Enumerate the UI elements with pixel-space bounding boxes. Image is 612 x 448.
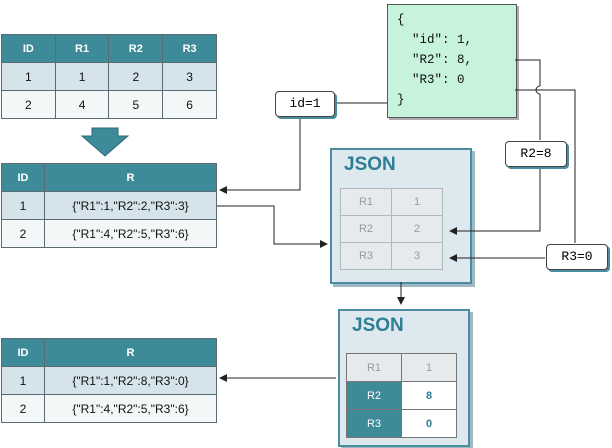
- code-line: "id": 1,: [397, 33, 473, 47]
- connector-line: [515, 89, 576, 243]
- connector-line: [515, 59, 541, 86]
- cell: 6: [162, 90, 217, 119]
- value-cell: 3: [391, 242, 443, 270]
- header-r: R: [44, 338, 217, 367]
- key-cell: R1: [346, 353, 402, 382]
- connector-line: [219, 116, 301, 194]
- code-line: "R2": 8,: [397, 53, 473, 67]
- key-cell: R1: [340, 188, 392, 216]
- json-box-title: JSON: [352, 315, 404, 336]
- key-cell: R3: [340, 242, 392, 270]
- cell: 3: [162, 62, 217, 91]
- cell: 1: [1, 366, 45, 395]
- key-cell: R2: [340, 215, 392, 243]
- header-r3: R3: [162, 34, 217, 63]
- header-r: R: [44, 163, 217, 192]
- r3-tag: R3=0: [546, 244, 608, 270]
- header-r2: R2: [108, 34, 164, 63]
- code-line: }: [397, 93, 405, 107]
- down-arrow-icon: [80, 127, 130, 157]
- cell: 1: [54, 62, 110, 91]
- header-id: ID: [1, 34, 56, 63]
- value-cell: 2: [391, 215, 443, 243]
- cell: 1: [1, 62, 56, 91]
- cell: {"R1":1,"R2":8,"R3":0}: [44, 366, 217, 395]
- code-line: {: [397, 13, 405, 27]
- cell: {"R1":4,"R2":5,"R3":6}: [44, 219, 217, 248]
- cell: 2: [108, 62, 164, 91]
- value-cell: 1: [401, 353, 457, 382]
- cell: 2: [1, 394, 45, 423]
- connector-line: [449, 166, 541, 235]
- source-table: ID R1 R2 R3 1 1 2 3 2 4 5 6: [1, 34, 217, 119]
- result-table: ID R 1 {"R1":1,"R2":8,"R3":0} 2 {"R1":4,…: [1, 338, 217, 423]
- connector-line: [217, 205, 328, 248]
- code-line: "R3": 0: [397, 73, 465, 87]
- key-cell-highlight: R3: [346, 409, 402, 438]
- r2-tag: R2=8: [505, 141, 567, 167]
- id-tag: id=1: [275, 91, 335, 117]
- cell: 1: [1, 191, 45, 220]
- cell: 2: [1, 90, 56, 119]
- cell: 4: [54, 90, 110, 119]
- value-cell: 1: [391, 188, 443, 216]
- value-cell-highlight: 0: [401, 409, 457, 438]
- json-box-title: JSON: [344, 154, 396, 175]
- cell: {"R1":1,"R2":2,"R3":3}: [44, 191, 217, 220]
- json-table: ID R 1 {"R1":1,"R2":2,"R3":3} 2 {"R1":4,…: [1, 163, 217, 248]
- value-cell-highlight: 8: [401, 381, 457, 410]
- cell: {"R1":4,"R2":5,"R3":6}: [44, 394, 217, 423]
- header-id: ID: [1, 163, 45, 192]
- key-cell-highlight: R2: [346, 381, 402, 410]
- json-input-code: { "id": 1, "R2": 8, "R3": 0 }: [387, 4, 517, 118]
